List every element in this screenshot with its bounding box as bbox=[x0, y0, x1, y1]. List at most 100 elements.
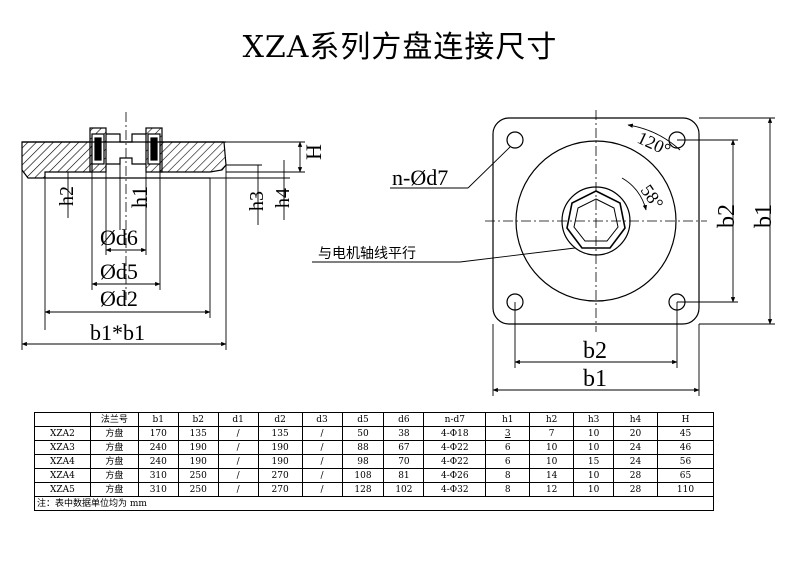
table-cell: 24 bbox=[613, 454, 658, 469]
table-cell: 4-Φ26 bbox=[423, 468, 487, 483]
table-cell: 24 bbox=[613, 440, 658, 455]
table-cell: 方盘 bbox=[89, 468, 139, 483]
header-cell: h2 bbox=[529, 412, 575, 427]
table-cell: 10 bbox=[573, 426, 615, 441]
front-labels: n-Ød7 120° 58° 与电机轴线平行 b2 b1 b2 b1 bbox=[318, 127, 777, 392]
table-note: 注：表中数据单位均为 mm bbox=[34, 496, 714, 511]
header-cell: d5 bbox=[341, 412, 385, 427]
label-d6: Ød6 bbox=[100, 225, 138, 250]
table-cell: XZA2 bbox=[34, 426, 91, 441]
table-row: XZA2 方盘 170 135 / 135 / 50 38 4-Φ18 3 7 … bbox=[34, 426, 715, 441]
label-h2: h2 bbox=[56, 186, 78, 206]
label-h3: h3 bbox=[246, 191, 268, 211]
table-cell: / bbox=[301, 426, 343, 441]
table-cell: 4-Φ32 bbox=[423, 482, 487, 497]
table-cell: 88 bbox=[341, 440, 385, 455]
label-angle-120: 120° bbox=[634, 127, 673, 160]
table-cell: XZA3 bbox=[34, 440, 91, 455]
table-cell: 6 bbox=[485, 454, 531, 469]
table-cell: 310 bbox=[137, 468, 179, 483]
table-cell: / bbox=[217, 482, 259, 497]
table-cell: 81 bbox=[383, 468, 425, 483]
table-header-row: 法兰号 b1 b2 d1 d2 d3 d5 d6 n-d7 h1 h2 h3 h… bbox=[34, 412, 715, 427]
header-cell: H bbox=[656, 412, 715, 427]
table-cell: 10 bbox=[573, 482, 615, 497]
side-section-view bbox=[21, 112, 227, 300]
label-b2-right: b2 bbox=[714, 204, 740, 228]
table-cell: 4-Φ22 bbox=[423, 454, 487, 469]
table-cell: 310 bbox=[137, 482, 179, 497]
table-cell: 270 bbox=[257, 468, 303, 483]
table-cell: XZA5 bbox=[34, 482, 91, 497]
front-view bbox=[485, 110, 707, 332]
table-row: XZA4 方盘 310 250 / 270 / 108 81 4-Φ26 8 1… bbox=[34, 468, 715, 483]
table-cell: 方盘 bbox=[89, 454, 139, 469]
header-cell: 法兰号 bbox=[89, 412, 139, 427]
label-angle-58: 58° bbox=[637, 181, 668, 213]
label-parallel-note: 与电机轴线平行 bbox=[318, 246, 416, 262]
table-cell: / bbox=[301, 482, 343, 497]
table-cell: 65 bbox=[656, 468, 715, 483]
table-cell: 28 bbox=[613, 482, 658, 497]
table-cell: 240 bbox=[137, 454, 179, 469]
flange-right-section bbox=[159, 141, 227, 173]
table-cell: / bbox=[217, 440, 259, 455]
label-h4: h4 bbox=[272, 188, 294, 208]
technical-drawing: H h4 h3 h2 h1 Ød6 Ød5 Ød2 b1*b1 bbox=[21, 110, 777, 396]
label-b1-bottom: b1 bbox=[583, 366, 607, 392]
table-cell: 135 bbox=[257, 426, 303, 441]
table-cell: 14 bbox=[529, 468, 575, 483]
table-note-row: 注：表中数据单位均为 mm bbox=[34, 496, 714, 511]
table-cell: 方盘 bbox=[89, 440, 139, 455]
header-cell: n-d7 bbox=[423, 412, 487, 427]
header-cell: d1 bbox=[217, 412, 259, 427]
header-cell: b2 bbox=[177, 412, 219, 427]
table-cell: 方盘 bbox=[89, 426, 139, 441]
table-cell: 8 bbox=[485, 482, 531, 497]
label-b1b1: b1*b1 bbox=[90, 320, 145, 345]
label-b2-bottom: b2 bbox=[583, 338, 607, 364]
table-cell: 10 bbox=[529, 454, 575, 469]
header-cell: d3 bbox=[301, 412, 343, 427]
table-cell: 10 bbox=[573, 468, 615, 483]
header-cell: b1 bbox=[137, 412, 179, 427]
front-dimensions bbox=[312, 117, 775, 396]
table-cell: XZA4 bbox=[34, 468, 91, 483]
table-cell: 190 bbox=[177, 454, 219, 469]
header-cell bbox=[34, 412, 91, 427]
header-cell: d6 bbox=[383, 412, 425, 427]
table-cell: 270 bbox=[257, 482, 303, 497]
table-cell: 70 bbox=[383, 454, 425, 469]
table-cell: 135 bbox=[177, 426, 219, 441]
header-cell: d2 bbox=[257, 412, 303, 427]
table-cell: 250 bbox=[177, 482, 219, 497]
table-cell: 4-Φ18 bbox=[423, 426, 487, 441]
table-cell: 190 bbox=[257, 454, 303, 469]
table-row: XZA4 方盘 240 190 / 190 / 98 70 4-Φ22 6 10… bbox=[34, 454, 715, 469]
side-dimensions bbox=[21, 141, 305, 350]
table-cell: 98 bbox=[341, 454, 385, 469]
table-cell: 15 bbox=[573, 454, 615, 469]
table-cell: 50 bbox=[341, 426, 385, 441]
table-cell: 12 bbox=[529, 482, 575, 497]
label-d2: Ød2 bbox=[100, 286, 138, 311]
table-cell: 28 bbox=[613, 468, 658, 483]
table-cell: 3 bbox=[485, 426, 531, 441]
table-row: XZA5 方盘 310 250 / 270 / 128 102 4-Φ32 8 … bbox=[34, 482, 715, 497]
flange-left-section bbox=[21, 141, 93, 179]
table-cell: 240 bbox=[137, 440, 179, 455]
table-cell: 108 bbox=[341, 468, 385, 483]
header-cell: h3 bbox=[573, 412, 615, 427]
table-cell: 128 bbox=[341, 482, 385, 497]
label-b1-right: b1 bbox=[751, 204, 777, 228]
table-cell: / bbox=[217, 426, 259, 441]
table-cell: 170 bbox=[137, 426, 179, 441]
table-cell: / bbox=[217, 454, 259, 469]
header-cell: h4 bbox=[613, 412, 658, 427]
header-cell: h1 bbox=[485, 412, 531, 427]
table-cell: 20 bbox=[613, 426, 658, 441]
table-cell: 10 bbox=[573, 440, 615, 455]
table-cell: 250 bbox=[177, 468, 219, 483]
table-cell: 190 bbox=[257, 440, 303, 455]
table-cell: 7 bbox=[529, 426, 575, 441]
